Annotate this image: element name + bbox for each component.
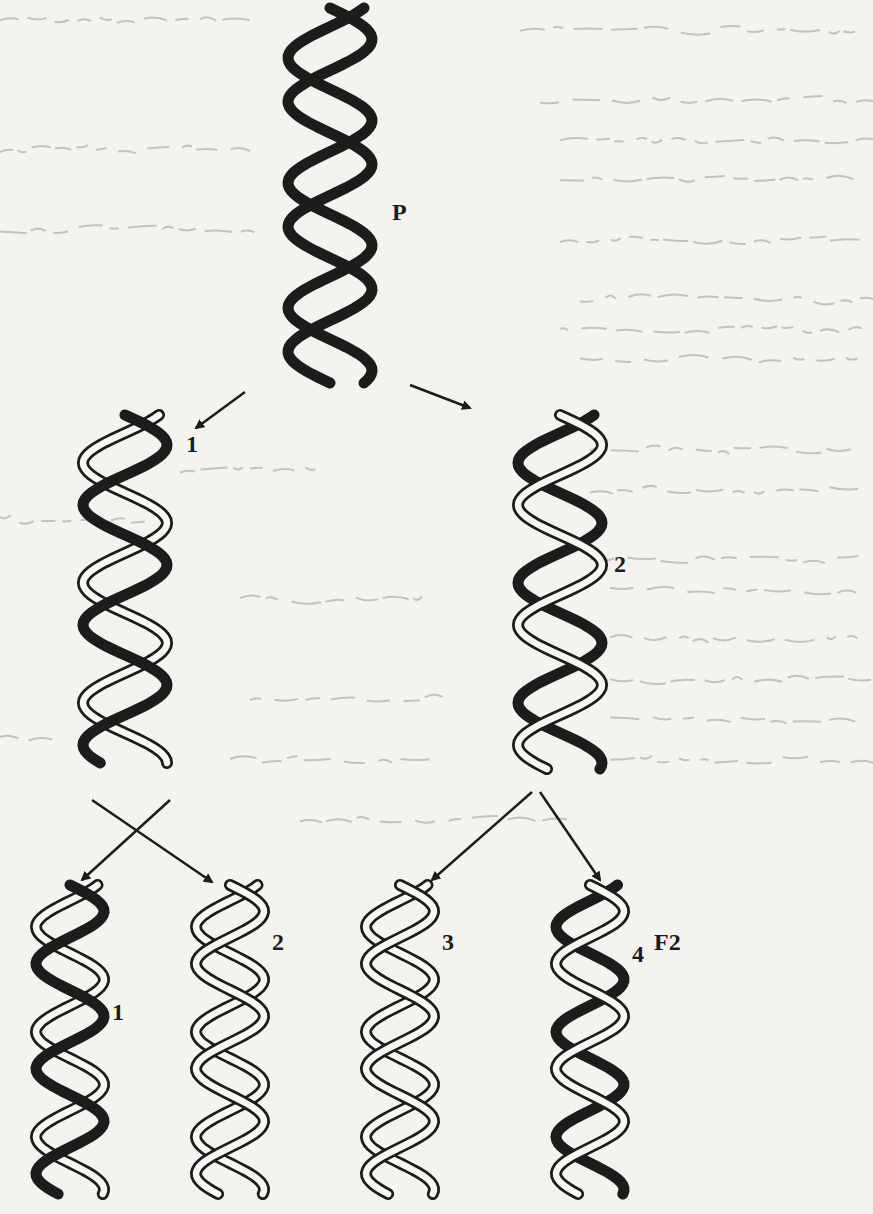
arrow [410, 385, 470, 408]
scan-scribble [240, 596, 422, 604]
scan-scribble [580, 355, 857, 362]
new-strand [366, 885, 434, 1194]
new-strand-outline [556, 885, 624, 1194]
scan-scribble [0, 145, 250, 153]
scan-scribble [610, 717, 855, 723]
new-strand [366, 885, 434, 1194]
scan-scribble [0, 225, 255, 233]
generation-label: P [392, 200, 407, 224]
strand-number: 1 [112, 1000, 124, 1024]
new-strand-outline [366, 885, 434, 1194]
scan-scribble [0, 515, 145, 523]
scan-scribble [590, 445, 851, 454]
strand-number: 2 [272, 930, 284, 954]
new-strand [518, 415, 602, 769]
scan-scribble [590, 556, 858, 563]
scan-scribble [610, 635, 858, 643]
new-strand-outline [518, 415, 602, 769]
strand-number: 4 [632, 942, 644, 966]
scan-scribble [560, 237, 860, 244]
scan-scribble [610, 587, 856, 594]
scan-scribble [230, 756, 430, 763]
arrow [432, 792, 532, 880]
new-strand-outline [36, 885, 104, 1194]
arrow [540, 792, 600, 880]
scan-scribble [590, 486, 858, 494]
new-strand-outline [196, 885, 264, 1194]
scan-scribble [560, 326, 862, 333]
scan-scribble [580, 294, 873, 304]
new-strand [556, 885, 624, 1194]
arrow [196, 392, 245, 428]
scan-scribble [560, 176, 854, 182]
scan-scribble [300, 816, 567, 823]
scan-scribble [180, 467, 315, 472]
strand-number: 1 [186, 432, 198, 456]
arrow [82, 800, 170, 880]
scan-background [0, 17, 873, 822]
scan-scribble [610, 756, 873, 764]
new-strand [36, 885, 104, 1194]
new-strand-outline [83, 415, 167, 763]
strand-number: 2 [614, 552, 626, 576]
new-strand [196, 885, 264, 1194]
old-strand [518, 415, 602, 769]
scan-scribble [540, 96, 873, 103]
helix-group [36, 8, 624, 1194]
scan-scribble [520, 26, 855, 35]
arrow-group [82, 385, 600, 882]
old-strand [36, 885, 104, 1194]
scan-scribble [560, 138, 873, 144]
scan-scribble [610, 676, 871, 684]
new-strand-outline [366, 885, 434, 1194]
scan-scribble [0, 17, 250, 22]
arrow [92, 800, 212, 882]
old-strand [83, 415, 167, 763]
scan-scribble [0, 736, 52, 741]
old-strand [556, 885, 624, 1194]
generation-label: F2 [654, 930, 681, 954]
strand-number: 3 [442, 930, 454, 954]
scan-scribble [250, 695, 443, 702]
new-strand [83, 415, 167, 763]
old-strand [288, 8, 372, 383]
old-strand [288, 8, 372, 383]
new-strand [196, 885, 264, 1194]
new-strand-outline [196, 885, 264, 1194]
